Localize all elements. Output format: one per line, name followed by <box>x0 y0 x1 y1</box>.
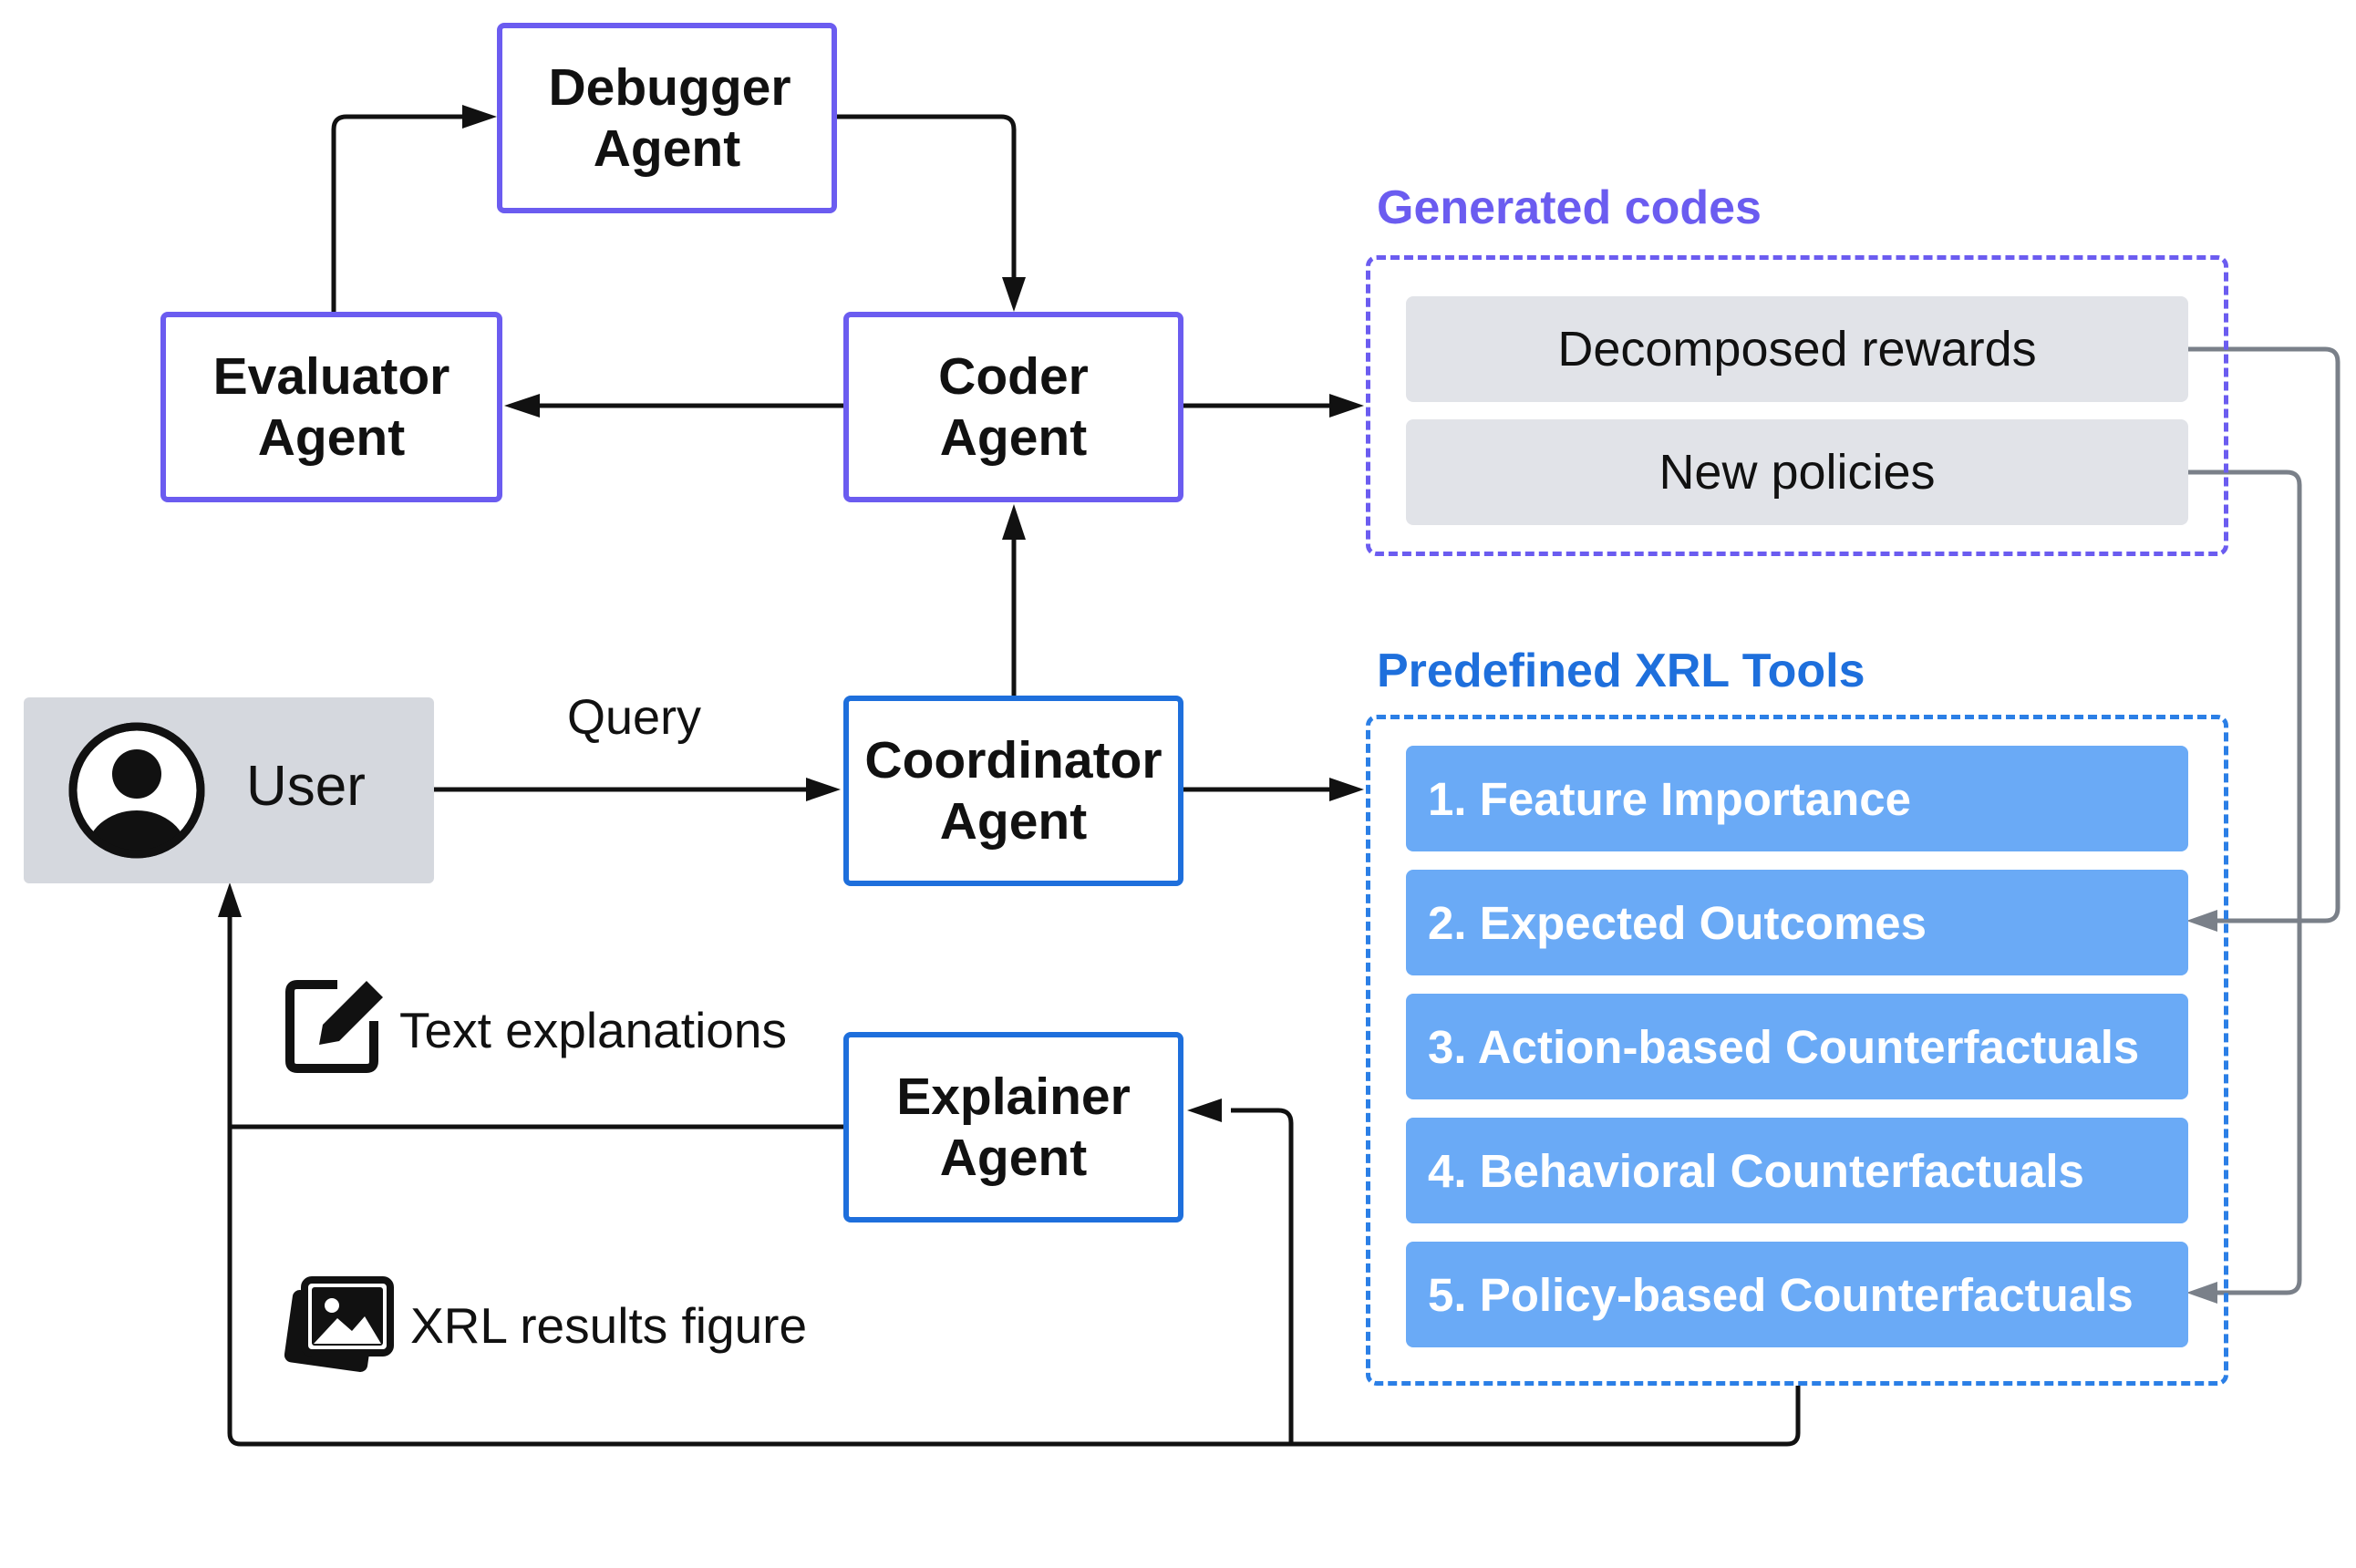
arrowhead-expected-outcomes <box>2186 910 2217 932</box>
xrl-tool-item: 2. Expected Outcomes <box>1406 870 2188 975</box>
arrowhead-evaluator <box>504 394 540 418</box>
edit-icon <box>285 980 383 1073</box>
arrow-tools-to-user <box>227 1127 1291 1447</box>
coordinator-agent-label: Coordinator Agent <box>864 730 1162 851</box>
arrowhead-coder-top <box>1002 277 1026 312</box>
arrowhead-coder-bottom <box>1002 504 1026 540</box>
debugger-agent-label: Debugger Agent <box>548 57 791 178</box>
xrl-tool-item: 4. Behavioral Counterfactuals <box>1406 1118 2188 1223</box>
xrl-tool-item: 3. Action-based Counterfactuals <box>1406 994 2188 1099</box>
explainer-agent-box: Explainer Agent <box>843 1032 1183 1222</box>
xrl-tools-title: Predefined XRL Tools <box>1377 645 1865 697</box>
arrow-evaluator-to-debugger <box>331 114 465 313</box>
xrl-tools-group <box>1366 715 2228 1386</box>
xrl-results-figure-label: XRL results figure <box>410 1297 808 1354</box>
generated-codes-title: Generated codes <box>1377 181 1762 234</box>
explainer-agent-label: Explainer Agent <box>896 1067 1131 1187</box>
xrl-tool-item: 1. Feature Importance <box>1406 746 2188 851</box>
arrowhead-generated-codes <box>1329 394 1364 418</box>
coder-agent-box: Coder Agent <box>843 312 1183 502</box>
evaluator-agent-label: Evaluator Agent <box>212 346 450 467</box>
debugger-agent-box: Debugger Agent <box>497 23 837 213</box>
arrowhead-user <box>218 882 242 917</box>
generated-code-item: Decomposed rewards <box>1406 296 2188 402</box>
arrow-policies-to-policy-cf <box>2188 469 2302 1295</box>
arrowhead-explainer <box>1187 1099 1222 1122</box>
arrowhead-policy-cf <box>2186 1282 2217 1304</box>
arrow-rewards-to-expected-outcomes <box>2188 346 2340 923</box>
user-avatar-icon <box>68 722 205 859</box>
text-explanations-label: Text explanations <box>399 1002 787 1058</box>
arrowhead-coordinator <box>806 778 841 801</box>
arrowhead-tools <box>1329 778 1364 801</box>
generated-codes-group <box>1366 255 2228 556</box>
arrowhead-debugger <box>462 105 497 129</box>
user-box: User <box>24 697 434 883</box>
query-label: Query <box>567 690 702 745</box>
coder-agent-label: Coder Agent <box>938 346 1089 467</box>
evaluator-agent-box: Evaluator Agent <box>160 312 502 502</box>
generated-code-item: New policies <box>1406 419 2188 525</box>
image-gallery-icon <box>284 1276 394 1372</box>
arrow-debugger-to-coder <box>837 114 1017 283</box>
user-label: User <box>246 755 366 818</box>
xrl-tool-item: 5. Policy-based Counterfactuals <box>1406 1242 2188 1347</box>
coordinator-agent-box: Coordinator Agent <box>843 696 1183 886</box>
